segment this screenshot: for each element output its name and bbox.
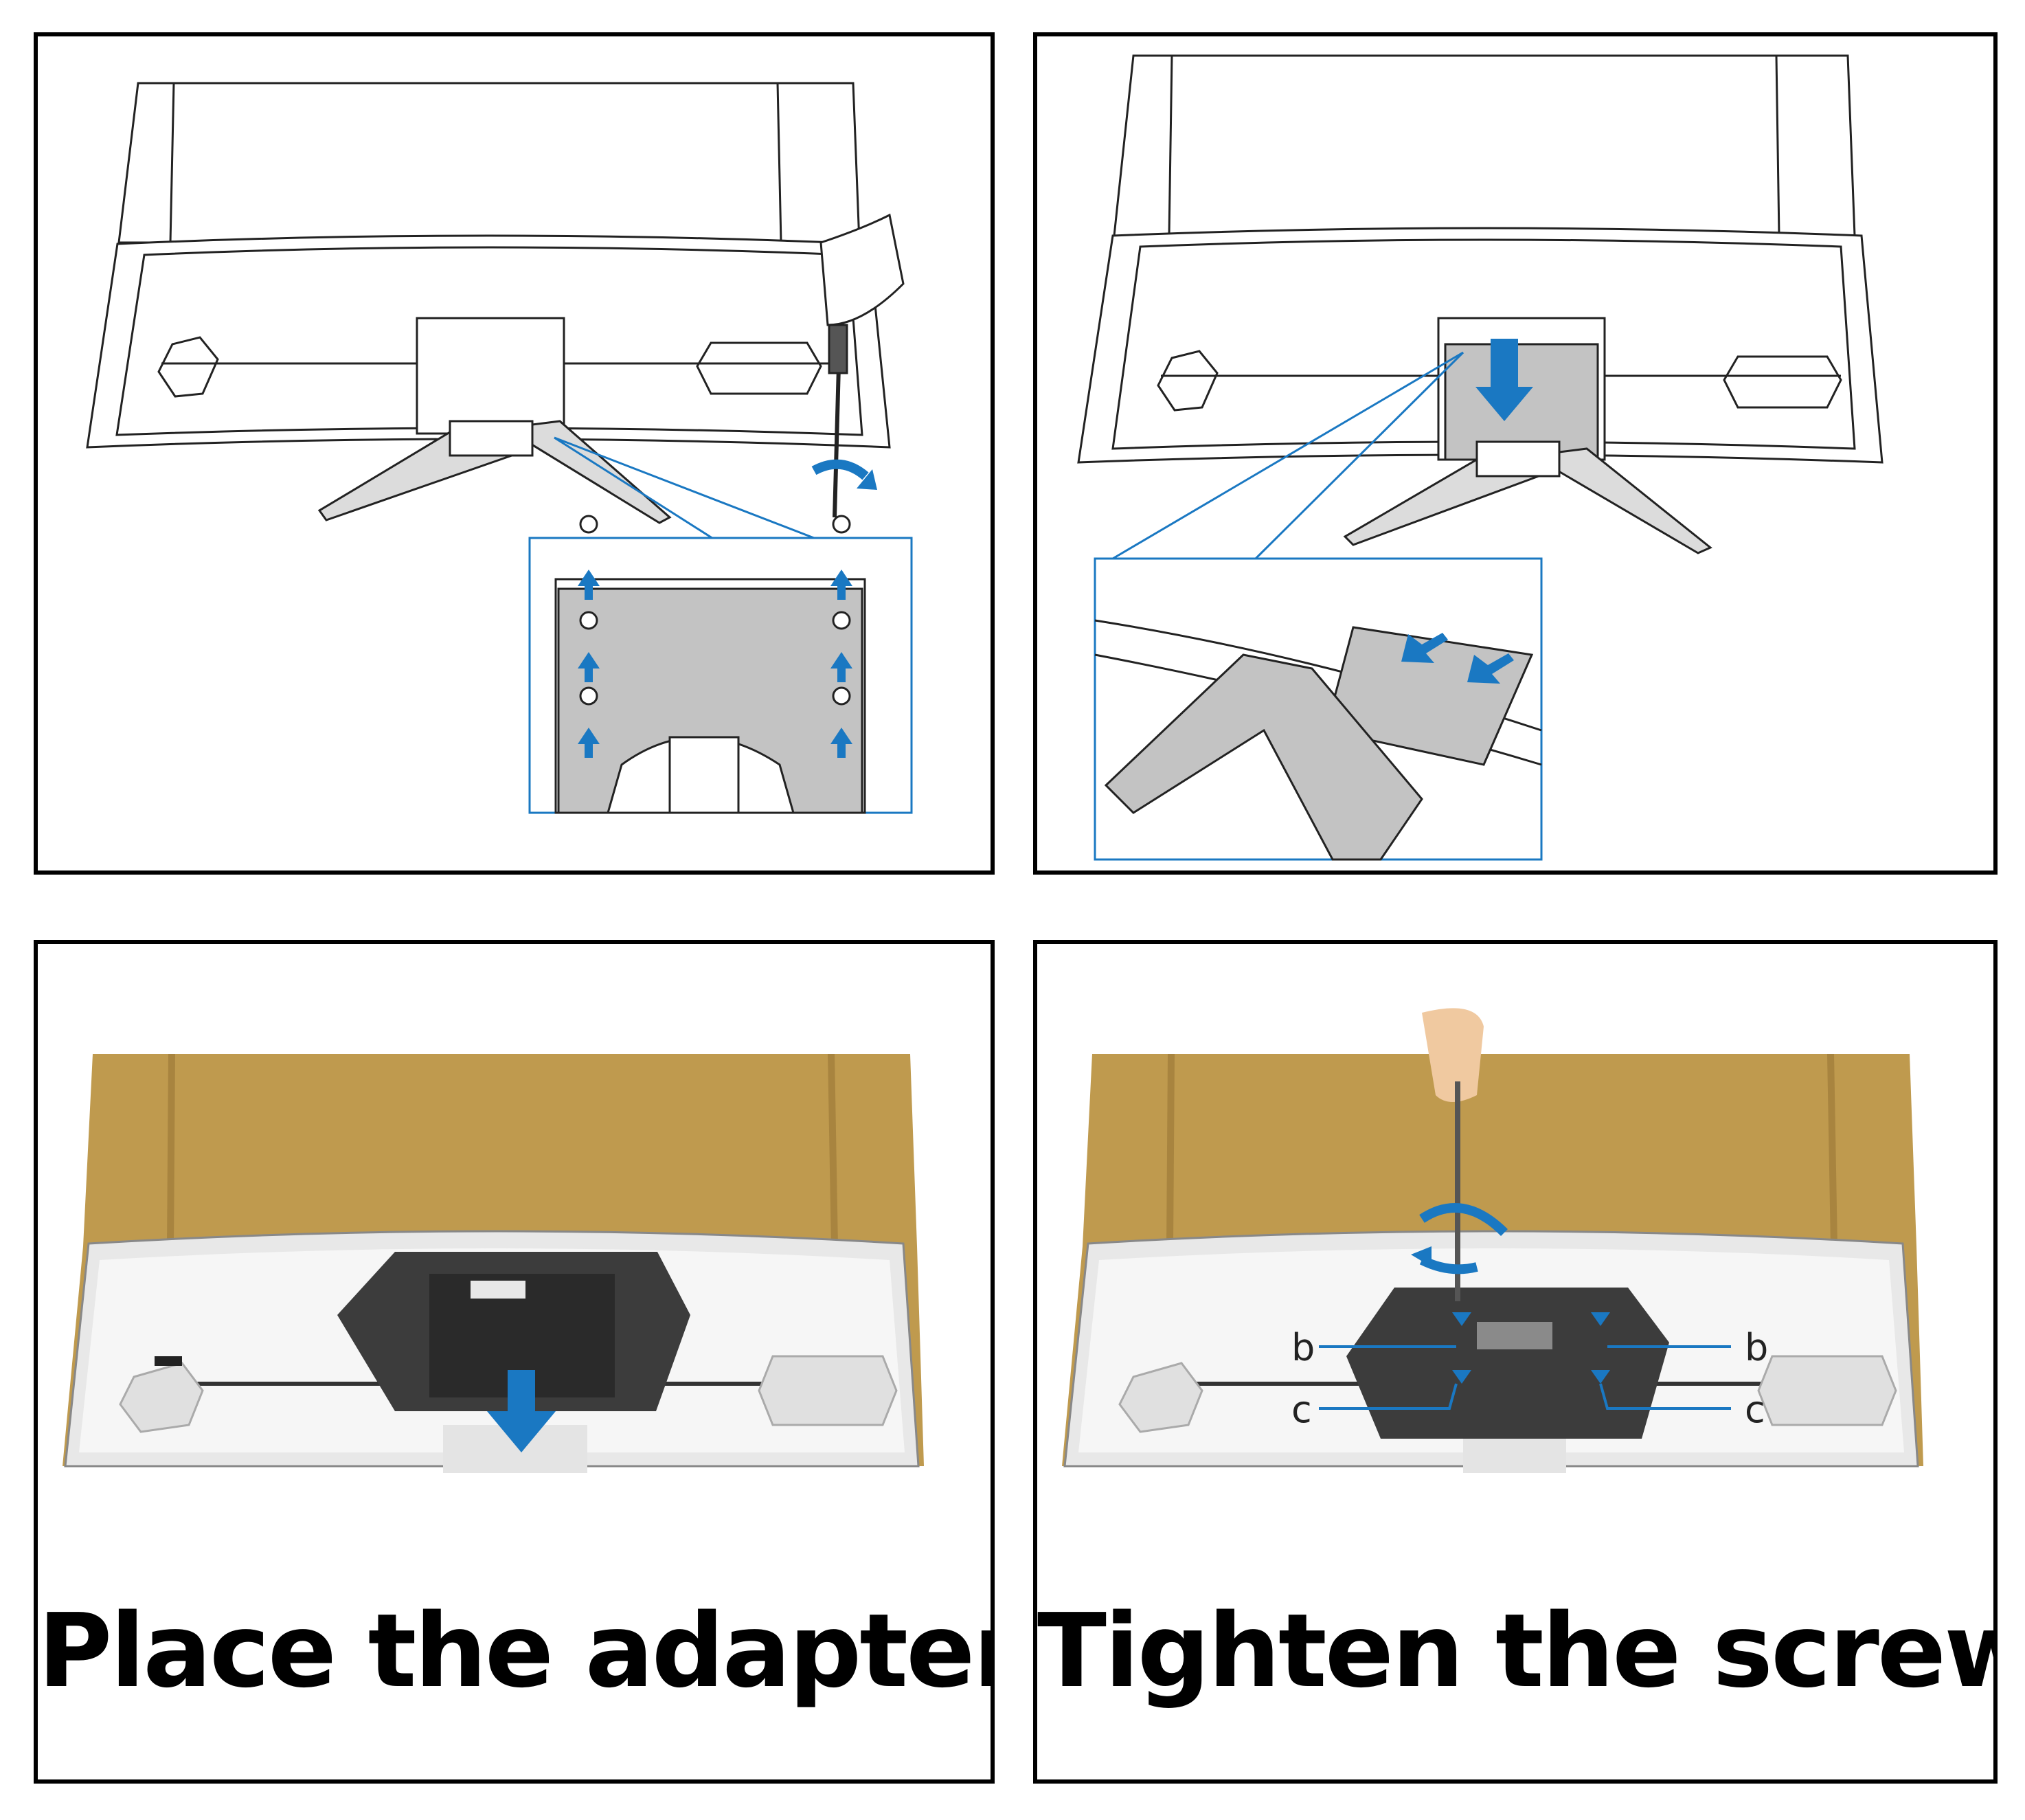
panel-remove-stand-screws	[34, 32, 995, 875]
illustration-tighten-screws: b b c c	[1062, 1008, 1923, 1473]
label-c-right: c	[1745, 1388, 1765, 1431]
illustration-place-adapter	[63, 1054, 924, 1473]
label-b-right: b	[1745, 1326, 1768, 1369]
label-b-left: b	[1291, 1326, 1315, 1369]
panel-place-adapter: Place the adapter	[34, 940, 995, 1784]
panel-tighten-screws: b b c c Tighten the screws	[1033, 940, 1998, 1784]
label-c-left: c	[1291, 1388, 1312, 1431]
illustration-slide-adapter	[1077, 54, 1883, 861]
panel-slide-adapter	[1033, 32, 1998, 875]
caption-tighten-screws: Tighten the screws	[1037, 1592, 1998, 1710]
caption-place-adapter: Place the adapter	[38, 1592, 995, 1710]
illustration-remove-stand	[86, 82, 913, 814]
